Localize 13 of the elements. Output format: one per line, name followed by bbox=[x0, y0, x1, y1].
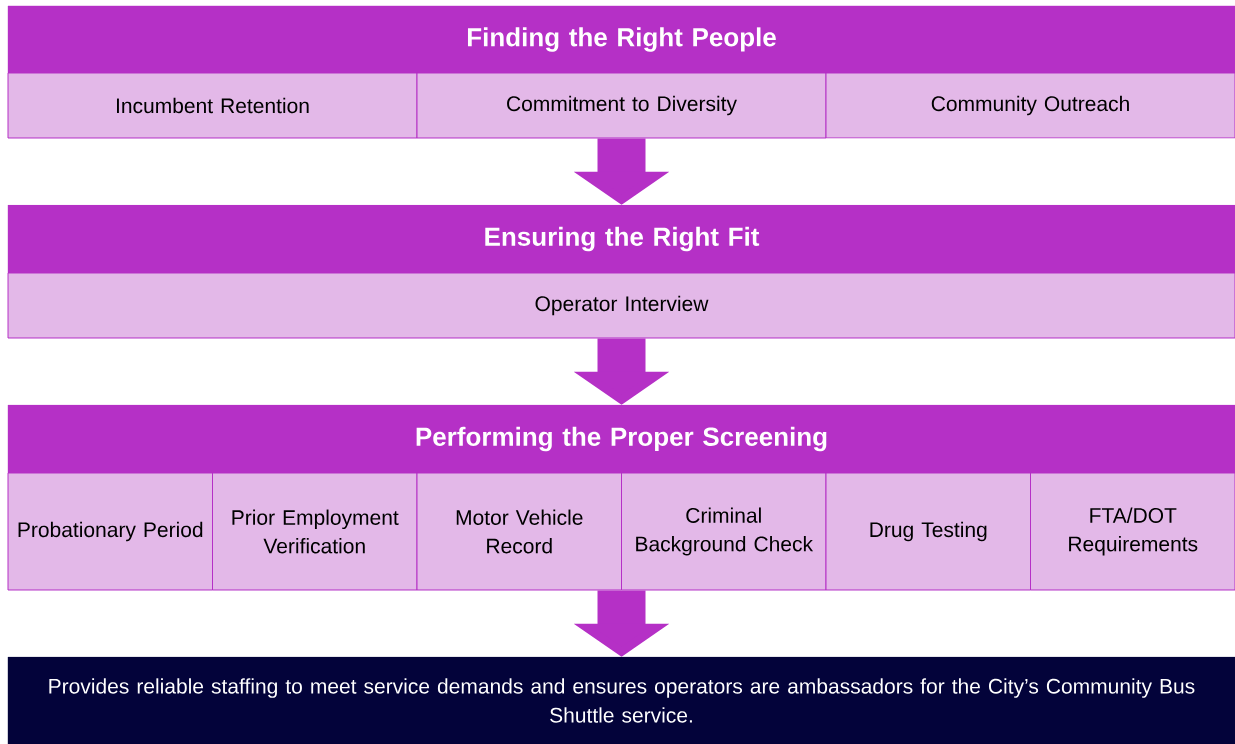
item-cell: Probationary Period bbox=[7, 472, 213, 591]
item-cell: FTA/DOT Requirements bbox=[1030, 472, 1235, 591]
item-cell: Criminal Background Check bbox=[621, 472, 827, 591]
item-cell: Motor Vehicle Record bbox=[416, 472, 622, 591]
item-cell: Drug Testing bbox=[825, 472, 1031, 591]
summary-banner: Provides reliable staffing to meet service demands and ensures operators are ambassadors for the City’s Community Bus Shuttle service. bbox=[7, 656, 1235, 744]
item-cell: Community Outreach bbox=[825, 72, 1235, 139]
node-label: FTA/DOT Requirements bbox=[1069, 507, 1198, 556]
header-band: Finding the Right People bbox=[7, 5, 1235, 74]
item-cell: Prior Employment Verification bbox=[212, 472, 418, 591]
item-cell: Incumbent Retention bbox=[7, 72, 418, 139]
item-cell: Commitment to Diversity bbox=[416, 72, 827, 139]
item-cell: Operator Interview bbox=[7, 272, 1235, 339]
